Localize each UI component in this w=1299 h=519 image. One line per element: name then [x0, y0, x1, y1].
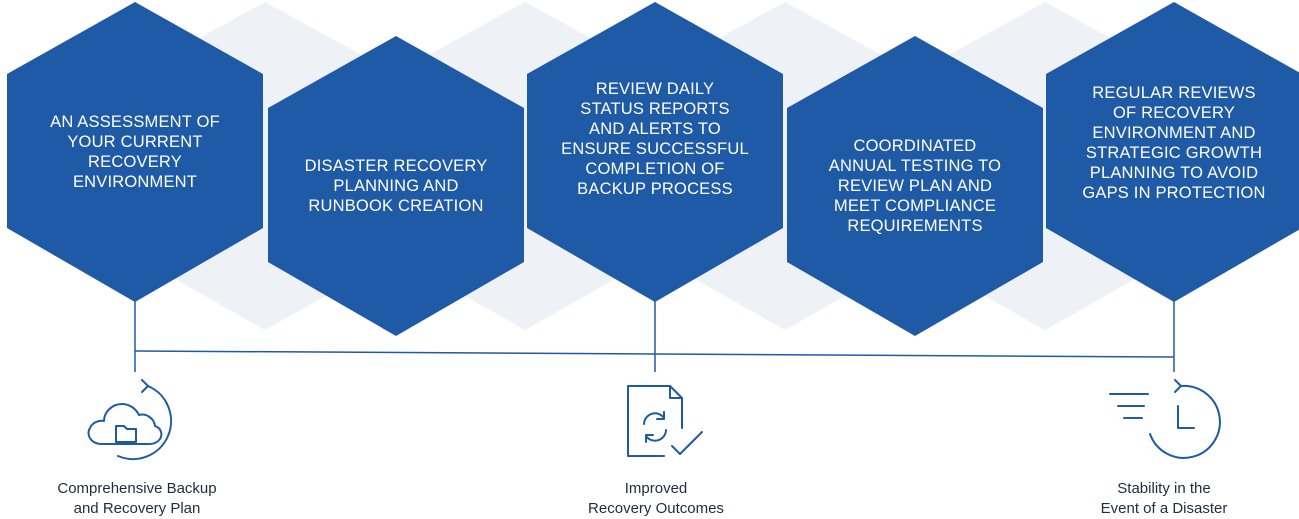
outcome-line: and Recovery Plan: [73, 500, 201, 517]
outcome-line: Improved: [624, 480, 688, 497]
step-line: DISASTER RECOVERY: [304, 157, 488, 175]
step-text: REVIEW DAILY STATUS REPORTS AND ALERTS T…: [555, 2, 755, 302]
hexagon-fill: [527, 2, 783, 302]
hexagon-shape: [268, 36, 524, 336]
connector-horizontal: [134, 350, 1175, 358]
outcome-label-1: Comprehensive Backup and Recovery Plan: [2, 479, 272, 519]
step-line: AND ALERTS TO: [589, 120, 721, 138]
step-text: REGULAR REVIEWS OF RECOVERY ENVIRONMENT …: [1074, 2, 1274, 302]
step-line: COMPLETION OF: [585, 160, 725, 178]
step-line: ANNUAL TESTING TO: [828, 157, 1002, 175]
step-line: REGULAR REVIEWS: [1092, 84, 1256, 102]
step-line: COORDINATED: [853, 137, 977, 155]
step-line: RECOVERY: [88, 153, 182, 171]
step-line: PLANNING TO AVOID: [1089, 164, 1259, 182]
step-line: GAPS IN PROTECTION: [1082, 184, 1266, 202]
outcome-line: Event of a Disaster: [1100, 500, 1228, 517]
step-line: STRATEGIC GROWTH: [1085, 144, 1263, 162]
step-line: STATUS REPORTS: [580, 100, 730, 118]
step-line: YOUR CURRENT: [67, 133, 203, 151]
outcome-line: Comprehensive Backup: [57, 480, 217, 497]
hexagon-fill: [7, 2, 263, 302]
cloud-backup-icon: [87, 379, 173, 461]
step-line: ENVIRONMENT AND: [1092, 124, 1256, 142]
step-line: AN ASSESSMENT OF: [50, 113, 220, 131]
step-hexagon-1: AN ASSESSMENT OF YOUR CURRENT RECOVERY E…: [7, 2, 263, 302]
step-line: ENSURE SUCCESSFUL: [561, 140, 749, 158]
hexagon-fill: [787, 36, 1043, 336]
outcome-label-2: Improved Recovery Outcomes: [521, 479, 791, 519]
step-line: OF RECOVERY: [1112, 104, 1235, 122]
step-text: DISASTER RECOVERY PLANNING AND RUNBOOK C…: [296, 36, 496, 336]
step-line: BACKUP PROCESS: [577, 180, 733, 198]
hexagon-fill: [1046, 2, 1299, 302]
step-line: RUNBOOK CREATION: [308, 197, 484, 215]
document-refresh-check-icon: [627, 385, 703, 457]
hexagon-shape: [527, 2, 783, 302]
hexagon-shape: [1046, 2, 1299, 302]
step-hexagon-2: DISASTER RECOVERY PLANNING AND RUNBOOK C…: [268, 36, 524, 336]
step-text: AN ASSESSMENT OF YOUR CURRENT RECOVERY E…: [35, 2, 235, 302]
step-hexagon-3: REVIEW DAILY STATUS REPORTS AND ALERTS T…: [527, 2, 783, 302]
step-hexagon-4: COORDINATED ANNUAL TESTING TO REVIEW PLA…: [787, 36, 1043, 336]
step-line: ENVIRONMENT: [72, 173, 198, 191]
hexagon-shape: [787, 36, 1043, 336]
clock-history-icon: [1109, 379, 1221, 459]
step-text: COORDINATED ANNUAL TESTING TO REVIEW PLA…: [815, 36, 1015, 336]
hexagon-shape: [7, 2, 263, 302]
step-line: REVIEW PLAN AND: [837, 177, 993, 195]
outcome-line: Stability in the: [1117, 480, 1211, 497]
outcome-line: Recovery Outcomes: [588, 500, 724, 517]
outcome-label-3: Stability in the Event of a Disaster: [1029, 479, 1299, 519]
hexagon-fill: [268, 36, 524, 336]
step-hexagon-5: REGULAR REVIEWS OF RECOVERY ENVIRONMENT …: [1046, 2, 1299, 302]
step-line: REQUIREMENTS: [847, 217, 983, 235]
step-line: PLANNING AND: [333, 177, 459, 195]
step-line: REVIEW DAILY: [595, 80, 715, 98]
step-line: MEET COMPLIANCE: [833, 197, 997, 215]
